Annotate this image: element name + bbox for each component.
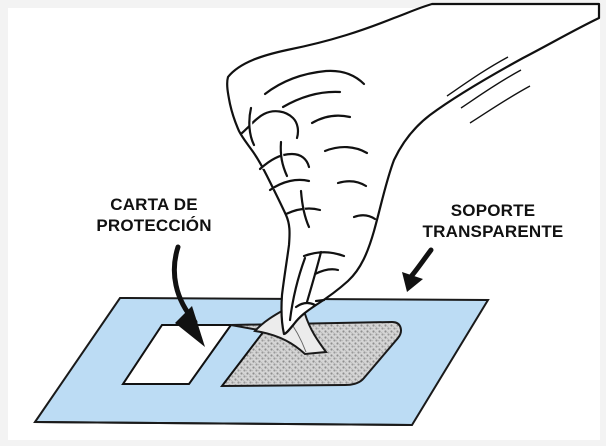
protection-sheet-label-line-2: PROTECCIÓN (96, 216, 212, 235)
transparent-support-label-line-2: TRANSPARENTE (422, 222, 564, 241)
transparent-support-label: SOPORTE TRANSPARENTE (408, 200, 578, 242)
arrow-left-icon (171, 244, 205, 347)
protection-sheet-label: CARTA DE PROTECCIÓN (76, 194, 232, 236)
sleeve-lines (446, 56, 531, 124)
arrow-right-icon (402, 247, 434, 292)
protection-sheet-label-line-1: CARTA DE (110, 195, 198, 214)
hand-icon (226, 2, 601, 336)
transparent-support-label-line-1: SOPORTE (450, 201, 536, 220)
